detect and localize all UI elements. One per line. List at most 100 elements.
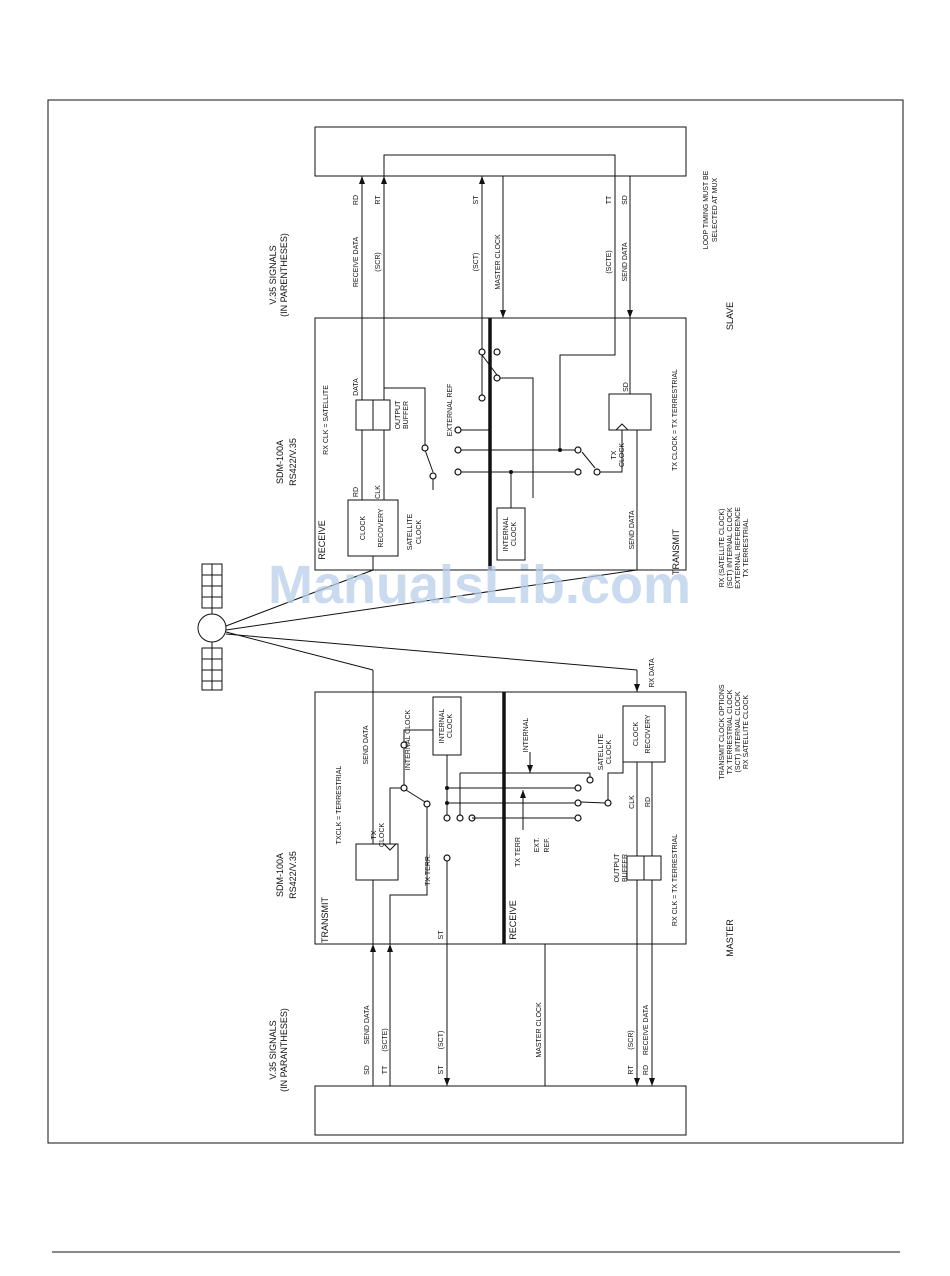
wire-label-scte-bottom: (SCTE) bbox=[382, 1028, 389, 1051]
rx-contact-e-bottom bbox=[604, 799, 612, 807]
slave-label: SLAVE bbox=[725, 302, 735, 330]
internal-clock-box-label-bottom-2: CLOCK bbox=[447, 714, 454, 738]
clock-option-bottom-1: TRANSMIT CLOCK OPTIONS bbox=[719, 684, 726, 779]
satellite-clock-label-top-1: SATELLITE bbox=[407, 513, 414, 550]
clock-option-top-1: RX (SATELLITE CLOCK) bbox=[719, 509, 726, 588]
wire-label-sct-bottom: (SCT) bbox=[438, 1031, 445, 1050]
arrow-st-top bbox=[479, 176, 485, 184]
clock-option-bottom-2: TX TERRESTRIAL CLOCK bbox=[727, 689, 734, 774]
tx-clock-eq-top: TX CLOCK = TX TERRESTRIAL bbox=[672, 369, 679, 471]
loop-timing-wire bbox=[383, 154, 616, 450]
clk-wire-bottom bbox=[607, 761, 637, 800]
contact-c-bottom bbox=[443, 814, 451, 822]
wire-label-master-clock-bottom: MASTER CLOCK bbox=[536, 1002, 543, 1058]
pin-tt-top: TT bbox=[606, 195, 613, 204]
transmit-label-top: TRANSMIT bbox=[671, 529, 681, 576]
junction-a-bottom bbox=[445, 786, 449, 790]
clock-option-top-3: EXTERNAL REFERENCE bbox=[735, 507, 742, 589]
master-unit-box bbox=[314, 691, 687, 945]
master-terminal-box bbox=[314, 1085, 687, 1136]
wire-label-scr-bottom: (SCR) bbox=[628, 1030, 635, 1049]
pin-rd-top: RD bbox=[353, 195, 360, 205]
contact-d-top bbox=[454, 468, 462, 476]
arrow-st-bottom bbox=[444, 1078, 450, 1086]
txclk-eq-bottom: TXCLK = TERRESTRIAL bbox=[336, 766, 343, 845]
tx-switch-lever-bottom bbox=[405, 789, 426, 803]
tx-contact-a-top bbox=[574, 446, 582, 454]
switch-contact-b-top bbox=[429, 472, 437, 480]
pin-data-top: DATA bbox=[353, 378, 360, 396]
output-buffer-label-top-1: OUTPUT bbox=[395, 400, 402, 430]
wire-label-sct-top: (SCT) bbox=[473, 253, 480, 272]
rx-clk-eq-bottom: RX CLK = TX TERRESTRIAL bbox=[672, 834, 679, 926]
pin-tt-bottom: TT bbox=[382, 1065, 389, 1074]
arrow-rd-bottom bbox=[649, 1078, 655, 1086]
arrow-rt-bottom bbox=[634, 1078, 640, 1086]
pin-rt-bottom: RT bbox=[628, 1065, 635, 1075]
junction-c-top bbox=[558, 448, 562, 452]
unit-interface-bottom: RS422/V.35 bbox=[288, 851, 298, 899]
tx-clock-wire-top bbox=[600, 430, 623, 473]
st-contact-bottom bbox=[443, 854, 451, 862]
watermark: ManualsLib.com bbox=[268, 555, 691, 615]
output-buffer-label-bottom-2: BUFFER bbox=[622, 854, 629, 882]
switch-wire-top bbox=[384, 387, 426, 445]
switch-lever-top bbox=[424, 449, 434, 473]
pin-sd-top: SD bbox=[622, 195, 629, 205]
wire-label-master-clock-top: MASTER CLOCK bbox=[495, 234, 502, 290]
loop-timing-note-1: LOOP TIMING MUST BE bbox=[703, 170, 710, 249]
diagram-frame bbox=[47, 99, 904, 1144]
unit-model-bottom: SDM-100A bbox=[275, 853, 285, 897]
junction-b-bottom bbox=[445, 801, 449, 805]
internal-clock-label-top-1: INTERNAL bbox=[503, 517, 510, 552]
internal-clock-label-bottom: INTERNAL CLOCK bbox=[405, 709, 412, 770]
ext-ref-contact-top bbox=[454, 426, 462, 434]
internal-label-bottom: INTERNAL bbox=[523, 718, 530, 753]
clock-option-top-4: TX TERRESTRIAL bbox=[743, 518, 750, 577]
tx-clock-label-top-2: CLOCK bbox=[619, 443, 626, 467]
rx-contact-d-bottom bbox=[586, 776, 594, 784]
tx-clock-label-bottom-1: TX bbox=[371, 830, 378, 839]
ext-ref-bottom-2: REF. bbox=[544, 837, 551, 852]
clock-recovery-box-top bbox=[347, 499, 399, 557]
satellite-icon bbox=[197, 563, 227, 691]
switch-contact-a-top bbox=[421, 444, 429, 452]
pin-sd-bottom: SD bbox=[364, 1065, 371, 1075]
contact-c-top bbox=[454, 446, 462, 454]
v35-signals-title-bottom: V.35 SIGNALS bbox=[268, 1020, 278, 1079]
rx-contact-b-bottom bbox=[574, 799, 582, 807]
contact-h-top bbox=[493, 374, 501, 382]
sat-link-rx-top bbox=[225, 569, 374, 627]
ext-ref-bottom-1: EXT. bbox=[534, 838, 541, 853]
tx-register-box-bottom bbox=[355, 843, 399, 881]
satellite-clock-label-bottom-1: SATELLITE bbox=[598, 733, 605, 770]
clock-option-bottom-3: (SCT) INTERNAL CLOCK bbox=[735, 691, 742, 772]
tx-clock-wire-bottom bbox=[389, 787, 401, 844]
v35-signals-title-top: V.35 SIGNALS bbox=[268, 245, 278, 304]
rx-contact-a-bottom bbox=[574, 784, 582, 792]
rx-data-label-bottom: RX DATA bbox=[649, 658, 656, 688]
pin-st-top: ST bbox=[473, 195, 480, 205]
wire-label-scte-top: (SCTE) bbox=[606, 250, 613, 273]
rx-switch-lever-bottom bbox=[580, 801, 606, 804]
arrow-master-clock-top bbox=[500, 310, 506, 318]
tx-terr-arrowhead-bottom bbox=[520, 790, 526, 798]
wire-label-send-data-bottom: SEND DATA bbox=[364, 1005, 371, 1044]
pin-clk-internal-bottom: CLK bbox=[629, 795, 636, 809]
unit-interface-top: RS422/V.35 bbox=[288, 438, 298, 486]
master-switch-lever-top bbox=[481, 354, 498, 376]
internal-clock-label-top-2: CLOCK bbox=[511, 522, 518, 546]
v35-signals-subtitle-bottom: (IN PARANTHESES) bbox=[279, 1008, 289, 1092]
master-label: MASTER bbox=[725, 919, 735, 957]
satellite-clock-label-top-2: CLOCK bbox=[416, 520, 423, 544]
contact-e-top bbox=[478, 394, 486, 402]
pin-clk-internal-top: CLK bbox=[375, 485, 382, 499]
unit-model-top: SDM-100A bbox=[275, 440, 285, 484]
sat-link-tx-top bbox=[225, 569, 638, 631]
clock-recovery-label-top-2: RECOVERY bbox=[378, 508, 385, 547]
pin-st-internal-bottom: ST bbox=[438, 930, 445, 940]
arrow-rx-data-bottom bbox=[634, 684, 640, 692]
clock-option-bottom-4: RX SATELLITE CLOCK bbox=[743, 695, 750, 770]
slave-terminal-box bbox=[314, 126, 687, 177]
